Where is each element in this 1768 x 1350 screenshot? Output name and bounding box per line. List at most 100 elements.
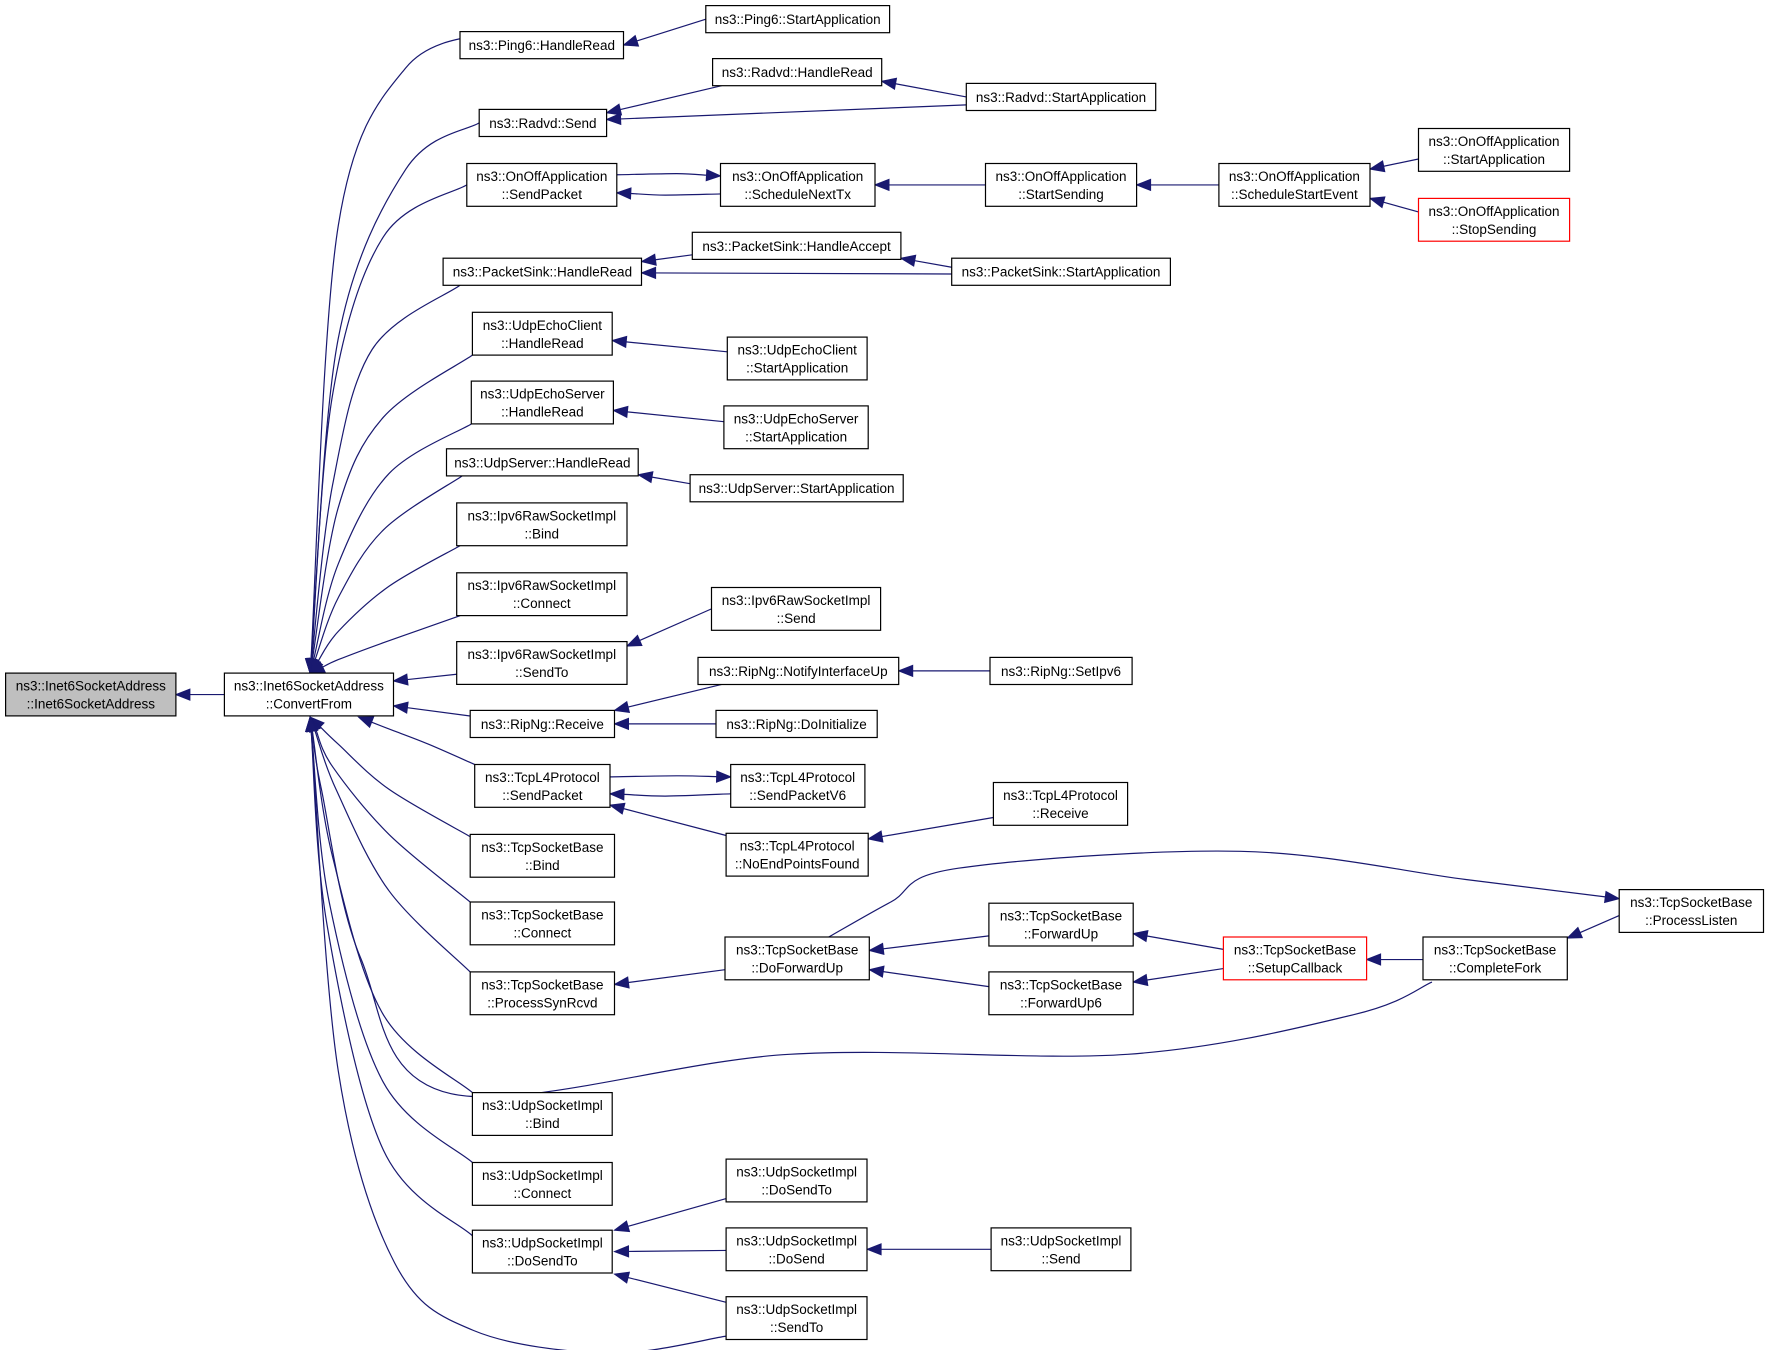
graph-node-n29[interactable]: ns3::RipNg::DoInitialize bbox=[715, 709, 878, 739]
edge-n49-to-n45 bbox=[613, 1271, 727, 1303]
graph-node-n5[interactable]: ns3::Radvd::HandleRead bbox=[711, 57, 883, 87]
edge-line bbox=[655, 254, 693, 261]
node-label: ns3::OnOffApplication bbox=[476, 169, 607, 184]
arrowhead-icon bbox=[305, 715, 318, 733]
node-box bbox=[471, 1229, 613, 1274]
graph-node-n46[interactable]: ns3::UdpSocketImpl::DoSendTo bbox=[725, 1158, 868, 1203]
graph-node-n37[interactable]: ns3::TcpSocketBase::DoForwardUp bbox=[724, 936, 870, 981]
node-box bbox=[466, 162, 618, 207]
node-label: ::DoSendTo bbox=[507, 1254, 578, 1269]
graph-node-n23[interactable]: ns3::Ipv6RawSocketImpl::Connect bbox=[456, 572, 628, 617]
graph-node-n4[interactable]: ns3::Radvd::Send bbox=[478, 108, 608, 138]
graph-node-n41[interactable]: ns3::TcpSocketBase::CompleteFork bbox=[1422, 936, 1568, 981]
node-box bbox=[469, 901, 616, 946]
graph-node-n49[interactable]: ns3::UdpSocketImpl::SendTo bbox=[725, 1296, 868, 1341]
edge-line bbox=[609, 775, 717, 778]
graph-node-n19[interactable]: ns3::UdpEchoServer::StartApplication bbox=[723, 405, 869, 450]
node-label: ns3::UdpServer::HandleRead bbox=[454, 455, 630, 470]
graph-node-n12[interactable]: ns3::OnOffApplication::StopSending bbox=[1417, 197, 1571, 242]
graph-node-n0[interactable]: ns3::Inet6SocketAddress::Inet6SocketAddr… bbox=[4, 672, 177, 717]
graph-node-n18[interactable]: ns3::UdpEchoServer::HandleRead bbox=[470, 380, 614, 425]
node-label: ns3::RipNg::Receive bbox=[481, 717, 604, 732]
graph-node-n34[interactable]: ns3::TcpSocketBase::Bind bbox=[469, 833, 616, 878]
graph-node-n11[interactable]: ns3::OnOffApplication::StartApplication bbox=[1417, 127, 1571, 172]
edge-n41-to-n40 bbox=[1365, 953, 1423, 966]
graph-node-n7[interactable]: ns3::OnOffApplication::SendPacket bbox=[466, 162, 618, 207]
graph-node-n20[interactable]: ns3::UdpServer::HandleRead bbox=[445, 448, 639, 477]
edge-line bbox=[310, 122, 480, 660]
node-label: ns3::UdpSocketImpl bbox=[482, 1168, 603, 1183]
node-box bbox=[965, 82, 1157, 112]
arrowhead-icon bbox=[1131, 973, 1149, 987]
edge-line bbox=[616, 172, 707, 176]
node-box bbox=[456, 640, 628, 685]
graph-node-n16[interactable]: ns3::UdpEchoClient::HandleRead bbox=[471, 311, 613, 356]
graph-node-n36[interactable]: ns3::TcpSocketBase::ProcessSynRcvd bbox=[469, 971, 616, 1016]
node-label: ::ProcessListen bbox=[1645, 913, 1737, 928]
node-label: ::Send bbox=[777, 611, 816, 626]
node-label: ns3::RipNg::DoInitialize bbox=[726, 717, 866, 732]
graph-node-n14[interactable]: ns3::PacketSink::HandleAccept bbox=[691, 231, 902, 261]
edge-n37-to-n36 bbox=[613, 969, 726, 989]
graph-node-n1[interactable]: ns3::Inet6SocketAddress::ConvertFrom bbox=[223, 672, 395, 717]
graph-node-n3[interactable]: ns3::Ping6::StartApplication bbox=[705, 4, 891, 34]
graph-node-n35[interactable]: ns3::TcpSocketBase::Connect bbox=[469, 901, 616, 946]
graph-node-n24[interactable]: ns3::Ipv6RawSocketImpl::SendTo bbox=[456, 640, 628, 685]
arrowhead-icon bbox=[865, 1243, 882, 1256]
node-box bbox=[689, 474, 904, 503]
edge-n1-to-n0 bbox=[174, 688, 225, 701]
graph-node-n6[interactable]: ns3::Radvd::StartApplication bbox=[965, 82, 1157, 112]
arrowhead-icon bbox=[174, 688, 191, 701]
graph-node-n39[interactable]: ns3::TcpSocketBase::ForwardUp6 bbox=[988, 971, 1134, 1016]
node-label: ns3::TcpSocketBase bbox=[1630, 895, 1752, 910]
node-label: ns3::TcpSocketBase bbox=[736, 942, 858, 957]
edge-n39-to-n37 bbox=[867, 965, 989, 988]
node-box bbox=[725, 1158, 868, 1203]
graph-node-n27[interactable]: ns3::RipNg::NotifyInterfaceUp bbox=[697, 656, 900, 686]
node-box bbox=[724, 936, 870, 981]
graph-node-n47[interactable]: ns3::UdpSocketImpl::DoSend bbox=[725, 1227, 868, 1272]
graph-node-n45[interactable]: ns3::UdpSocketImpl::DoSendTo bbox=[471, 1229, 613, 1274]
edge-line bbox=[313, 423, 472, 660]
graph-node-n43[interactable]: ns3::UdpSocketImpl::Bind bbox=[471, 1091, 613, 1136]
edge-n35-to-n1 bbox=[309, 715, 471, 903]
graph-node-n9[interactable]: ns3::OnOffApplication::StartSending bbox=[984, 162, 1138, 207]
graph-node-n22[interactable]: ns3::Ipv6RawSocketImpl::Bind bbox=[456, 502, 628, 547]
edge-n32-to-n30 bbox=[608, 802, 727, 837]
graph-node-n48[interactable]: ns3::UdpSocketImpl::Send bbox=[990, 1227, 1132, 1272]
node-label: ::SendTo bbox=[770, 1320, 823, 1335]
node-label: ::Receive bbox=[1032, 806, 1088, 821]
graph-node-n10[interactable]: ns3::OnOffApplication::ScheduleStartEven… bbox=[1218, 162, 1371, 207]
node-label: ::StartApplication bbox=[1443, 152, 1545, 167]
arrowhead-icon bbox=[1368, 196, 1386, 209]
graph-node-n8[interactable]: ns3::OnOffApplication::ScheduleNextTx bbox=[719, 162, 876, 207]
edge-n12-to-n10 bbox=[1368, 196, 1419, 213]
graph-node-n21[interactable]: ns3::UdpServer::StartApplication bbox=[689, 474, 904, 503]
graph-node-n33[interactable]: ns3::TcpL4Protocol::Receive bbox=[992, 781, 1129, 826]
node-box bbox=[1422, 936, 1568, 981]
node-label: ::SendPacket bbox=[502, 187, 583, 202]
edge-n47-to-n45 bbox=[613, 1245, 727, 1258]
graph-node-n40[interactable]: ns3::TcpSocketBase::SetupCallback bbox=[1222, 936, 1368, 981]
graph-node-n42[interactable]: ns3::TcpSocketBase::ProcessListen bbox=[1618, 888, 1765, 933]
graph-node-n32[interactable]: ns3::TcpL4Protocol::NoEndPointsFound bbox=[725, 832, 869, 877]
graph-node-n13[interactable]: ns3::PacketSink::HandleRead bbox=[442, 257, 643, 286]
graph-node-n17[interactable]: ns3::UdpEchoClient::StartApplication bbox=[726, 336, 868, 381]
edge-line bbox=[317, 545, 461, 662]
node-box bbox=[456, 572, 628, 617]
graph-node-n38[interactable]: ns3::TcpSocketBase::ForwardUp bbox=[988, 902, 1134, 947]
arrowhead-icon bbox=[1135, 178, 1152, 192]
graph-node-n31[interactable]: ns3::TcpL4Protocol::SendPacketV6 bbox=[730, 763, 866, 808]
graph-node-n26[interactable]: ns3::RipNg::Receive bbox=[469, 709, 616, 739]
node-label: ns3::UdpSocketImpl bbox=[482, 1098, 603, 1113]
node-label: ns3::TcpSocketBase bbox=[1000, 909, 1122, 924]
graph-node-n15[interactable]: ns3::PacketSink::StartApplication bbox=[951, 257, 1172, 286]
graph-node-n30[interactable]: ns3::TcpL4Protocol::SendPacket bbox=[474, 763, 611, 808]
graph-node-n25[interactable]: ns3::Ipv6RawSocketImpl::Send bbox=[710, 586, 882, 631]
nodes-layer: ns3::Inet6SocketAddress::Inet6SocketAddr… bbox=[4, 4, 1765, 1341]
graph-node-n2[interactable]: ns3::Ping6::HandleRead bbox=[459, 31, 625, 60]
graph-node-n44[interactable]: ns3::UdpSocketImpl::Connect bbox=[471, 1161, 613, 1206]
graph-node-n28[interactable]: ns3::RipNg::SetIpv6 bbox=[989, 656, 1133, 686]
node-box bbox=[726, 336, 868, 381]
